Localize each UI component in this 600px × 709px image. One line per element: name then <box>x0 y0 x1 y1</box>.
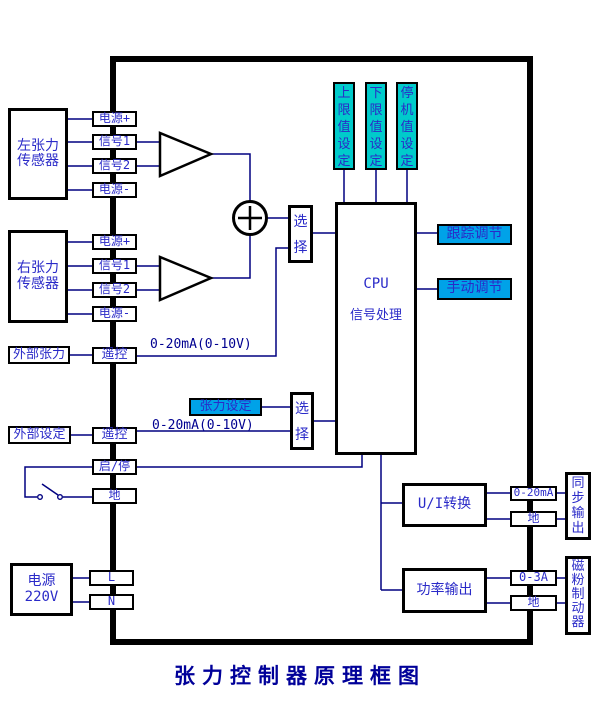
external-setting-box: 外部设定 <box>8 426 71 444</box>
sensor-wires <box>68 118 160 315</box>
cpu-side-wires <box>417 232 437 290</box>
output-current-terminal-2: 0-3A <box>510 570 557 586</box>
output-wires <box>380 455 565 604</box>
output-current-terminal-1: 0-20mA <box>510 486 557 501</box>
sum-junction-icon <box>232 200 268 236</box>
summing-wires <box>210 153 335 279</box>
terminal-left-signal2: 信号2 <box>92 158 137 174</box>
power-220v-box: 电源 220V <box>10 563 73 616</box>
range-label-1: 0-20mA(0-10V) <box>150 337 252 352</box>
power-output-box: 功率输出 <box>402 568 487 613</box>
neutral-terminal: N <box>89 594 134 610</box>
sync-output-box: 同步输出 <box>565 472 591 540</box>
selector-box-1: 选择 <box>288 205 313 263</box>
cpu-label: CPU <box>363 276 389 292</box>
remote-terminal-1: 遥控 <box>92 347 137 364</box>
lower-limit-setting-box: 下限值设定 <box>365 82 387 170</box>
terminal-right-signal1: 信号1 <box>92 258 137 274</box>
amplifier-left-icon <box>158 131 215 178</box>
terminal-left-power-minus: 电源- <box>92 182 137 198</box>
tracking-adjust-box: 跟踪调节 <box>437 224 512 245</box>
tension-setting-box: 张力设定 <box>189 398 262 416</box>
selector-box-2: 选择 <box>290 392 314 450</box>
external-tension-box: 外部张力 <box>8 346 70 364</box>
ground-terminal-left: 地 <box>92 488 137 504</box>
remote-terminal-2: 遥控 <box>92 427 137 444</box>
right-tension-sensor-box: 右张力 传感器 <box>8 230 68 323</box>
stop-value-setting-box: 停机值设定 <box>396 82 418 170</box>
range-label-2: 0-20mA(0-10V) <box>152 418 254 433</box>
amplifier-right-icon <box>158 255 215 302</box>
cpu-box: CPU 信号处理 <box>335 202 417 455</box>
terminal-right-power-plus: 电源+ <box>92 234 137 250</box>
cpu-subtitle: 信号处理 <box>349 308 402 323</box>
magnetic-brake-box: 磁粉制动器 <box>565 556 591 635</box>
diagram-title: 张力控制器原理框图 <box>174 664 426 688</box>
terminal-left-signal1: 信号1 <box>92 134 137 150</box>
startstop-wires <box>24 455 363 498</box>
ground-terminal-out-2: 地 <box>510 595 557 611</box>
power-switch-icon <box>37 483 64 501</box>
line-terminal: L <box>89 570 134 586</box>
remote-wires <box>70 247 335 436</box>
left-tension-sensor-box: 左张力 传感器 <box>8 108 68 200</box>
terminal-right-signal2: 信号2 <box>92 282 137 298</box>
terminal-right-power-minus: 电源- <box>92 306 137 322</box>
startstop-terminal: 启/停 <box>92 459 137 475</box>
manual-adjust-box: 手动调节 <box>437 278 512 300</box>
upper-limit-setting-box: 上限值设定 <box>333 82 355 170</box>
ground-terminal-out-1: 地 <box>510 511 557 527</box>
mains-wires <box>73 577 89 603</box>
ui-converter-box: U/I转换 <box>402 483 487 527</box>
terminal-left-power-plus: 电源+ <box>92 111 137 127</box>
setting-stem-wires <box>343 170 408 202</box>
